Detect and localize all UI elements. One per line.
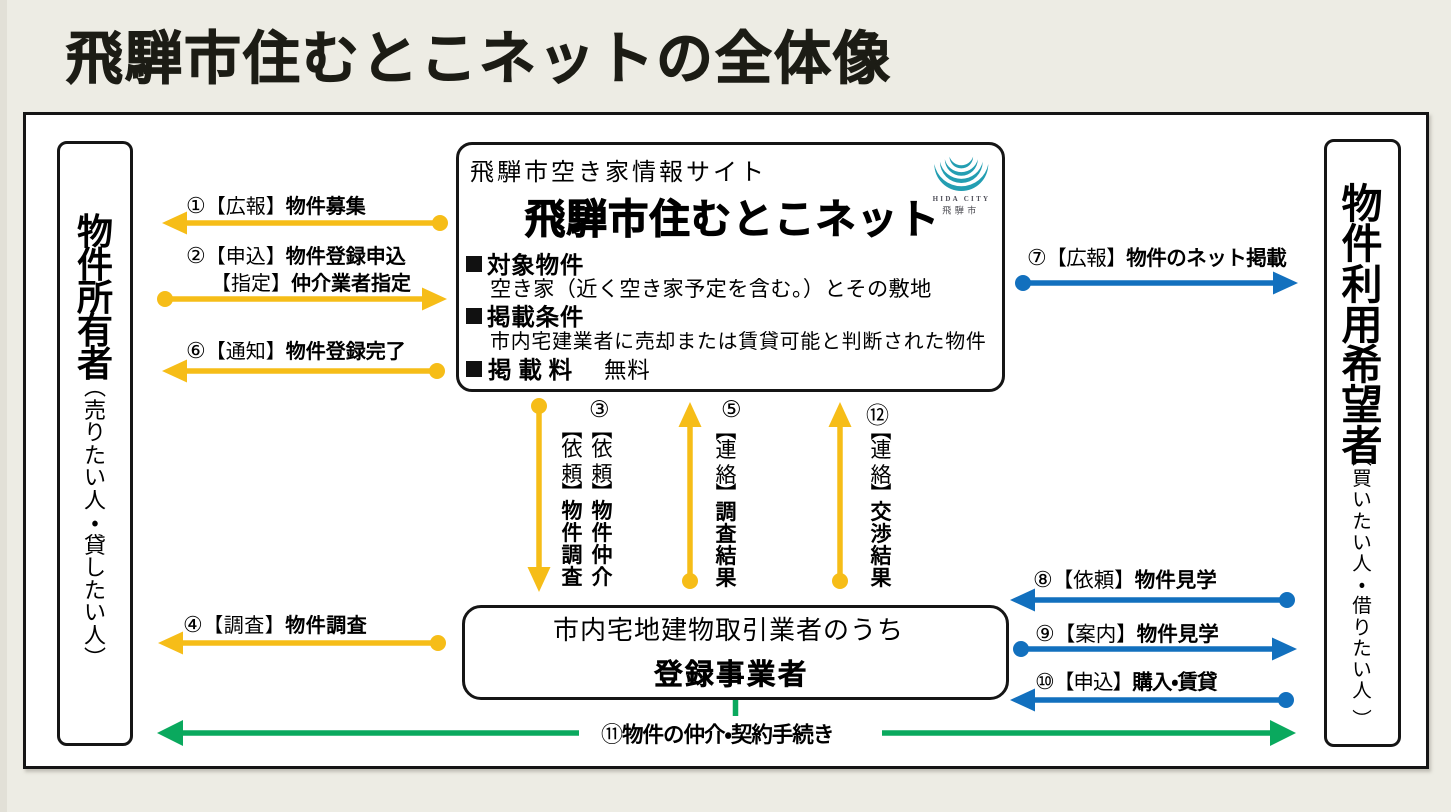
svg-text:HIDA CITY: HIDA CITY — [933, 195, 991, 203]
svg-text:飛騨市: 飛騨市 — [942, 205, 980, 216]
